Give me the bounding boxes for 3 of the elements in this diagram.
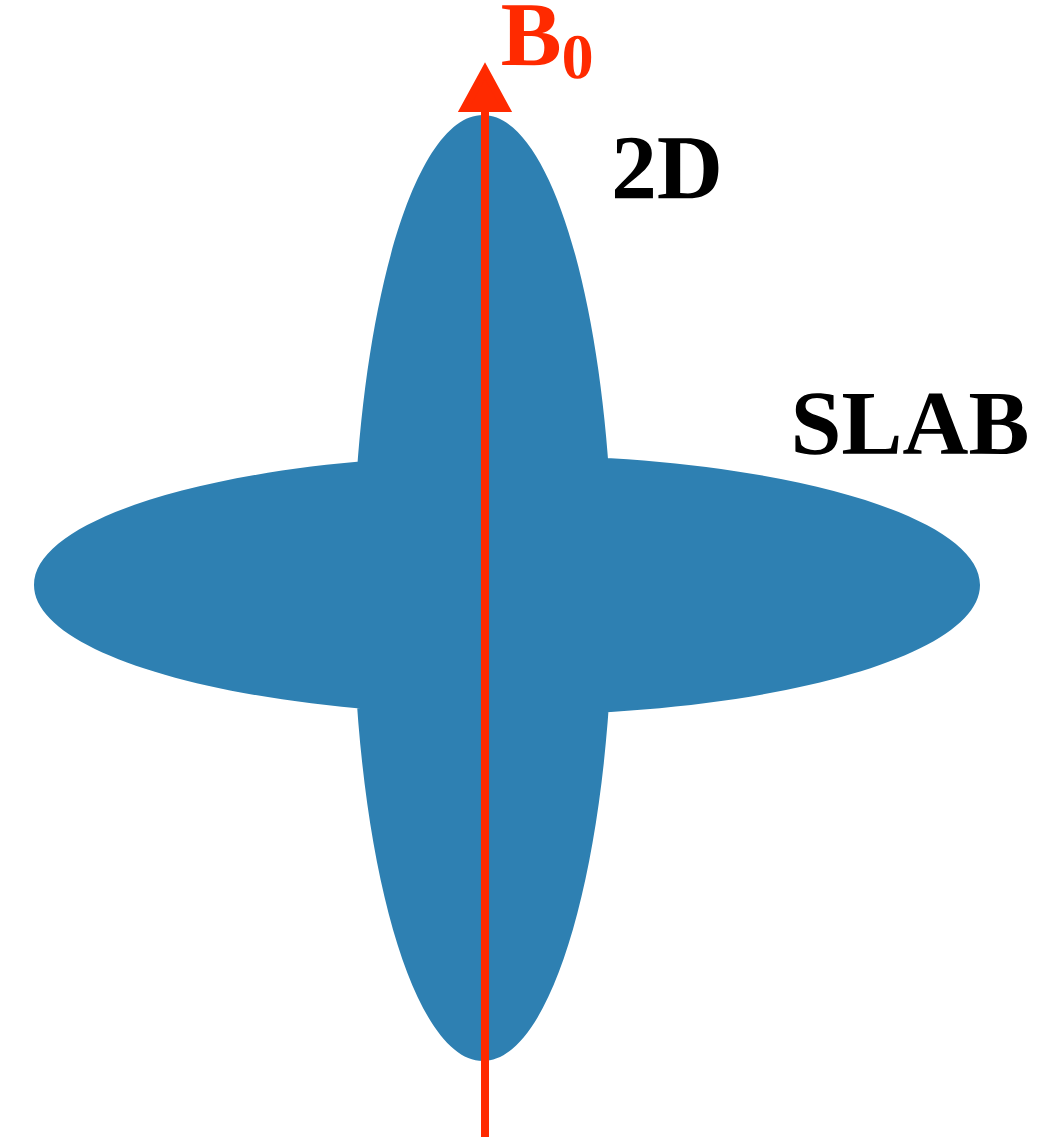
shape-label: SLAB (795, 393, 1027, 455)
shape-label: 2D (615, 137, 719, 199)
field-label: B$_{0}$ (502, 5, 592, 79)
